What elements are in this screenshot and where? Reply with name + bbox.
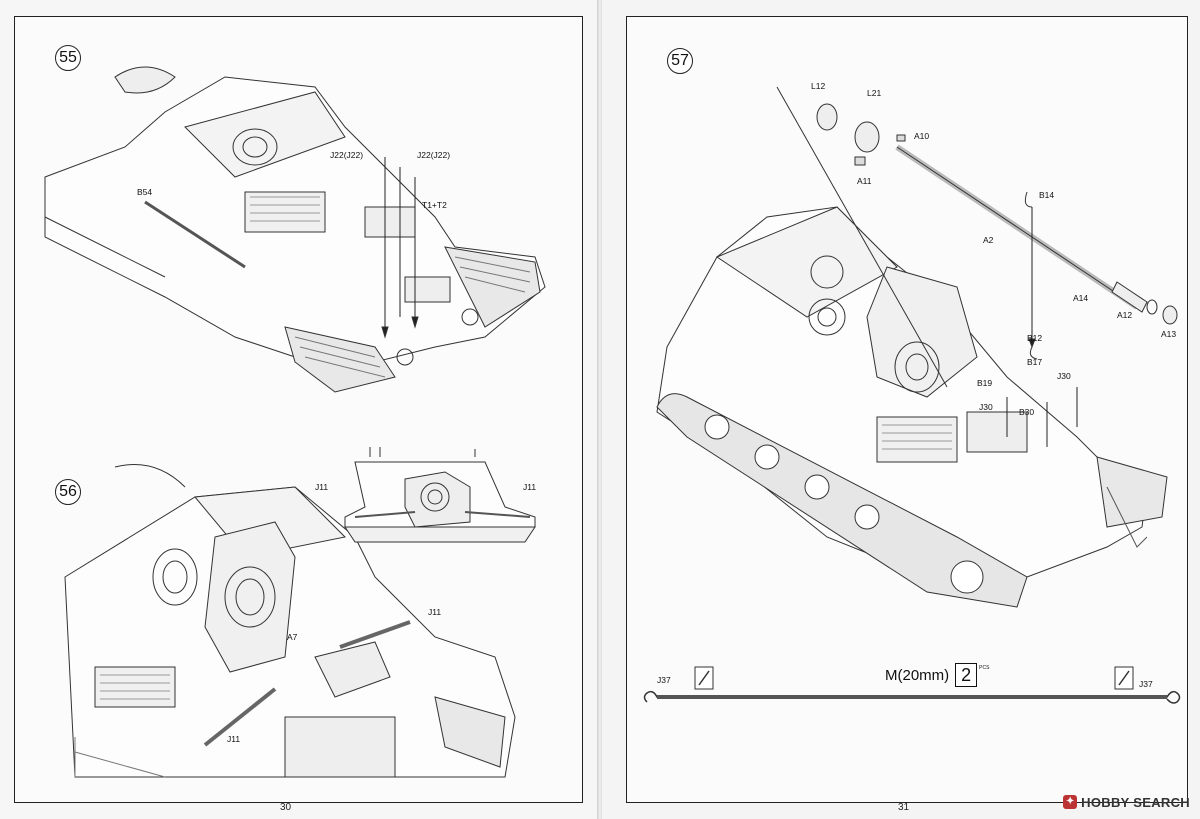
part-label-a13: A13 bbox=[1161, 329, 1177, 339]
part-label-b30: B30 bbox=[1019, 407, 1035, 417]
part-label-a12: A12 bbox=[1117, 310, 1133, 320]
hobby-search-watermark: ✦ HOBBY SEARCH bbox=[1063, 794, 1190, 810]
hobby-search-logo-icon: ✦ bbox=[1063, 795, 1078, 809]
book-gutter bbox=[597, 0, 603, 819]
part-label-a7: A7 bbox=[287, 632, 298, 642]
part-label-b14: B14 bbox=[1039, 190, 1055, 200]
part-label-t1-t2: T1+T2 bbox=[422, 200, 447, 210]
part-label-a10: A10 bbox=[914, 131, 930, 141]
part-label-l21: L21 bbox=[867, 88, 882, 98]
step-55-badge: 55 bbox=[55, 45, 81, 71]
wire-end-label-left: J37 bbox=[657, 675, 671, 685]
wire-quantity: 2 bbox=[961, 665, 972, 685]
step-56-badge: 56 bbox=[55, 479, 81, 505]
part-label-a11: A11 bbox=[857, 176, 872, 186]
step-55-56-drawings bbox=[44, 66, 546, 778]
part-label-b12: B12 bbox=[1027, 333, 1043, 343]
part-label-a14: A14 bbox=[1073, 293, 1089, 303]
left-page-frame: 55 J22(J22) J22(J22) T1+T2 B54 56 J11 J1… bbox=[14, 16, 583, 803]
page-number-left: 30 bbox=[280, 802, 292, 813]
watermark-text: HOBBY SEARCH bbox=[1081, 794, 1190, 810]
part-label-j11-inset-left: J11 bbox=[315, 482, 329, 492]
part-label-j22-b: J22(J22) bbox=[417, 150, 451, 160]
wire-quantity-callout: M(20mm) 2 PCS bbox=[885, 663, 989, 687]
part-label-b17: B17 bbox=[1027, 357, 1043, 367]
part-label-j11-main-top: J11 bbox=[428, 607, 442, 617]
left-page: 55 J22(J22) J22(J22) T1+T2 B54 56 J11 J1… bbox=[0, 0, 598, 819]
page-number-right: 31 bbox=[898, 802, 910, 813]
wire-quantity-box: 2 PCS bbox=[955, 663, 989, 687]
part-label-j30-a: J30 bbox=[1057, 371, 1071, 381]
part-label-j11-main-bottom: J11 bbox=[227, 734, 241, 744]
part-label-l12: L12 bbox=[811, 81, 826, 91]
right-page: 57 L12 L21 A10 A11 B14 A2 A14 A12 A13 B1… bbox=[602, 0, 1200, 819]
step-57-badge: 57 bbox=[667, 48, 693, 74]
part-label-j22-a: J22(J22) bbox=[330, 150, 364, 160]
part-label-b19: B19 bbox=[977, 378, 993, 388]
wire-length-label: M(20mm) bbox=[885, 666, 950, 684]
wire-end-label-right: J37 bbox=[1139, 679, 1153, 689]
part-label-b54: B54 bbox=[137, 187, 153, 197]
right-page-frame: 57 L12 L21 A10 A11 B14 A2 A14 A12 A13 B1… bbox=[626, 16, 1188, 803]
part-label-j30-b: J30 bbox=[979, 402, 993, 412]
step-57-drawing bbox=[643, 86, 1181, 704]
part-label-j11-inset-right: J11 bbox=[523, 482, 537, 492]
wire-quantity-unit: PCS bbox=[979, 665, 990, 671]
part-label-a2: A2 bbox=[983, 235, 994, 245]
